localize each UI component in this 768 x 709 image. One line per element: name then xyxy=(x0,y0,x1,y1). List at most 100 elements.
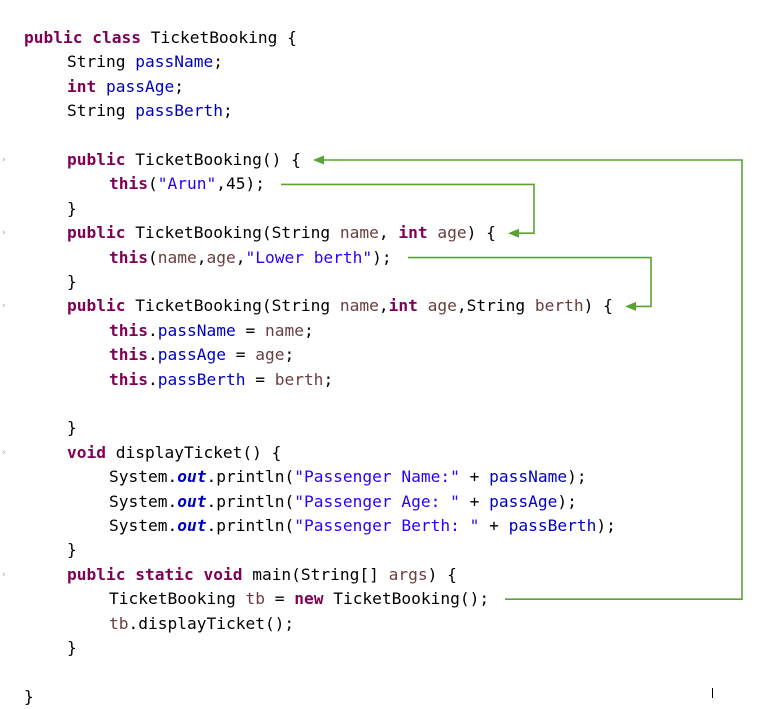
code-line[interactable]: › public TicketBooking() { xyxy=(0,148,768,172)
field-token: passAge xyxy=(157,345,226,365)
code-token: ( xyxy=(147,247,158,267)
code-token xyxy=(125,565,135,584)
fold-marker-icon[interactable]: › xyxy=(2,228,6,239)
code-token: System. xyxy=(109,491,178,511)
field-token: passBerth xyxy=(508,516,597,535)
code-line[interactable]: } xyxy=(0,416,768,440)
code-token: TicketBooking(String xyxy=(125,223,340,243)
code-text: TicketBooking tb = new TicketBooking(); xyxy=(109,587,489,611)
keyword-token: void xyxy=(67,442,106,462)
code-token xyxy=(418,296,428,315)
code-token: + xyxy=(479,516,509,535)
code-line[interactable]: tb.displayTicket(); xyxy=(0,612,768,636)
parameter-token: name xyxy=(339,223,379,243)
code-text: public TicketBooking() { xyxy=(67,148,301,172)
string-literal: "Arun" xyxy=(157,174,217,194)
parameter-token: tb xyxy=(245,589,265,609)
code-token: TicketBooking xyxy=(109,589,246,609)
keyword-token: public xyxy=(24,28,83,47)
code-token: .displayTicket(); xyxy=(128,613,295,633)
keyword-token: this xyxy=(109,320,148,340)
fold-marker-icon[interactable]: › xyxy=(2,301,6,312)
code-token: , xyxy=(235,247,246,267)
code-token: ) { xyxy=(583,296,613,316)
code-line[interactable]: › public TicketBooking(String name,int ag… xyxy=(0,294,768,318)
code-line[interactable]: ›public TicketBooking(String name, int a… xyxy=(0,221,768,245)
code-token: ,String xyxy=(456,296,535,316)
keyword-token: int xyxy=(388,296,418,316)
code-token: ); xyxy=(372,247,392,267)
code-text: public TicketBooking(String name,int age… xyxy=(67,294,613,318)
string-literal: "Lower berth" xyxy=(245,247,373,267)
code-text: String passBerth; xyxy=(67,99,233,123)
code-token: ; xyxy=(174,76,184,96)
code-line[interactable]: } xyxy=(0,197,768,221)
code-text: public class TicketBooking { xyxy=(24,26,297,50)
field-token: passAge xyxy=(489,491,558,511)
code-line[interactable]: this.passAge = age; xyxy=(0,343,768,367)
code-token: , xyxy=(196,247,207,267)
code-token: System. xyxy=(109,516,178,535)
code-line[interactable]: TicketBooking tb = new TicketBooking(); xyxy=(0,587,768,611)
code-token: } xyxy=(67,418,77,438)
code-line[interactable]: String passName; xyxy=(0,50,768,74)
code-line[interactable]: } xyxy=(0,636,768,660)
code-token xyxy=(96,77,106,96)
parameter-token: name xyxy=(157,247,197,267)
code-text: int passAge; xyxy=(67,75,184,99)
code-line[interactable] xyxy=(0,660,768,684)
code-line[interactable]: System.out.println("Passenger Name:" + p… xyxy=(0,465,768,489)
static-field-token: out xyxy=(177,467,207,487)
keyword-token: this xyxy=(109,174,148,194)
code-line[interactable]: System.out.println("Passenger Berth: " +… xyxy=(0,514,768,538)
code-line[interactable]: this.passBerth = berth; xyxy=(0,368,768,392)
code-line[interactable]: ›void displayTicket() { xyxy=(0,441,768,465)
code-line[interactable]: String passBerth; xyxy=(0,99,768,123)
code-line[interactable]: } xyxy=(0,538,768,562)
code-line[interactable]: int passAge; xyxy=(0,75,768,99)
static-field-token: out xyxy=(177,516,207,535)
code-text: this("Arun",45); xyxy=(109,172,265,196)
keyword-token: public xyxy=(67,223,126,243)
code-text: this.passName = name; xyxy=(109,319,314,343)
code-token: ; xyxy=(284,345,295,365)
code-text: } xyxy=(67,538,77,562)
fold-marker-icon[interactable]: › xyxy=(2,447,6,458)
code-token: ; xyxy=(323,369,334,389)
parameter-token: age xyxy=(427,296,457,316)
code-token xyxy=(82,28,92,47)
code-token: } xyxy=(67,540,77,560)
string-literal: "Passenger Berth: " xyxy=(294,516,480,535)
code-line[interactable]: System.out.println("Passenger Age: " + p… xyxy=(0,490,768,514)
keyword-token: this xyxy=(109,369,148,389)
fold-marker-icon[interactable]: › xyxy=(2,155,6,165)
code-text: System.out.println("Passenger Berth: " +… xyxy=(109,514,616,538)
code-token: = xyxy=(225,345,256,365)
fold-marker-icon[interactable]: › xyxy=(2,569,6,580)
code-token: String xyxy=(67,52,136,72)
code-line[interactable] xyxy=(0,124,768,148)
field-token: passAge xyxy=(106,76,175,96)
code-token: ); xyxy=(557,491,577,511)
code-token: ) { xyxy=(466,223,496,243)
code-token: + xyxy=(459,467,490,487)
code-line[interactable]: this(name,age,"Lower berth"); xyxy=(0,246,768,270)
code-token: ; xyxy=(213,52,223,72)
code-line[interactable]: } xyxy=(0,270,768,294)
parameter-token: berth xyxy=(274,369,324,389)
code-token: = xyxy=(245,369,275,389)
code-line[interactable]: public class TicketBooking { xyxy=(0,26,768,50)
code-token xyxy=(194,565,204,584)
code-line[interactable]: ›public static void main(String[] args) … xyxy=(0,563,768,587)
code-line[interactable] xyxy=(0,392,768,416)
code-line[interactable]: this("Arun",45); xyxy=(0,172,768,196)
code-token: = xyxy=(264,589,295,609)
code-line[interactable]: this.passName = name; xyxy=(0,319,768,343)
code-text: } xyxy=(24,685,34,709)
code-text: System.out.println("Passenger Age: " + p… xyxy=(109,490,577,514)
parameter-token: tb xyxy=(109,613,129,633)
field-token: passName xyxy=(157,320,236,340)
keyword-token: static xyxy=(135,564,194,584)
code-line[interactable]: } xyxy=(0,685,768,709)
